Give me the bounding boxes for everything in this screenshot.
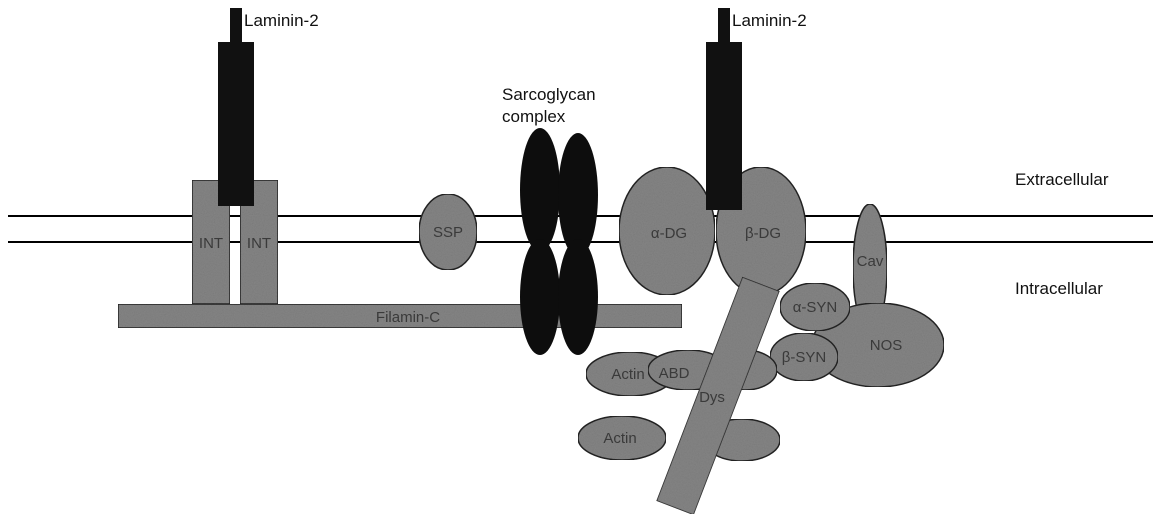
beta-dg-label: β-DG [745,225,781,242]
laminin-right-stem [706,42,742,210]
cav-label: Cav [857,253,884,270]
filamin-c-label: Filamin-C [376,309,440,326]
laminin-left-stem [218,42,254,206]
int-left-label: INT [199,235,223,252]
sarcoglycan-label-line1: Sarcoglycan [502,85,596,104]
actin-top-label: Actin [611,366,644,383]
sarcoglycan-subunit-4 [558,239,598,355]
extracellular-label: Extracellular [1015,170,1109,189]
laminin-left-label: Laminin-2 [244,11,319,30]
int-right-label: INT [247,235,271,252]
sarcoglycan-subunit-1 [520,128,560,252]
laminin-right-label: Laminin-2 [732,11,807,30]
laminin-right-cap [718,8,730,44]
abd-label: ABD [659,365,690,382]
alpha-syn-label: α-SYN [793,299,838,316]
sarcoglycan-subunit-2 [558,133,598,257]
dys-label: Dys [699,389,725,406]
beta-syn-label: β-SYN [782,349,826,366]
sarcoglycan-label-line2: complex [502,107,566,126]
sarcoglycan-subunit-3 [520,239,560,355]
nos-label: NOS [870,337,903,354]
alpha-dg-label: α-DG [651,225,687,242]
actin-bottom-label: Actin [603,430,636,447]
intracellular-label: Intracellular [1015,279,1103,298]
ssp-label: SSP [433,224,463,241]
laminin-left-cap [230,8,242,44]
